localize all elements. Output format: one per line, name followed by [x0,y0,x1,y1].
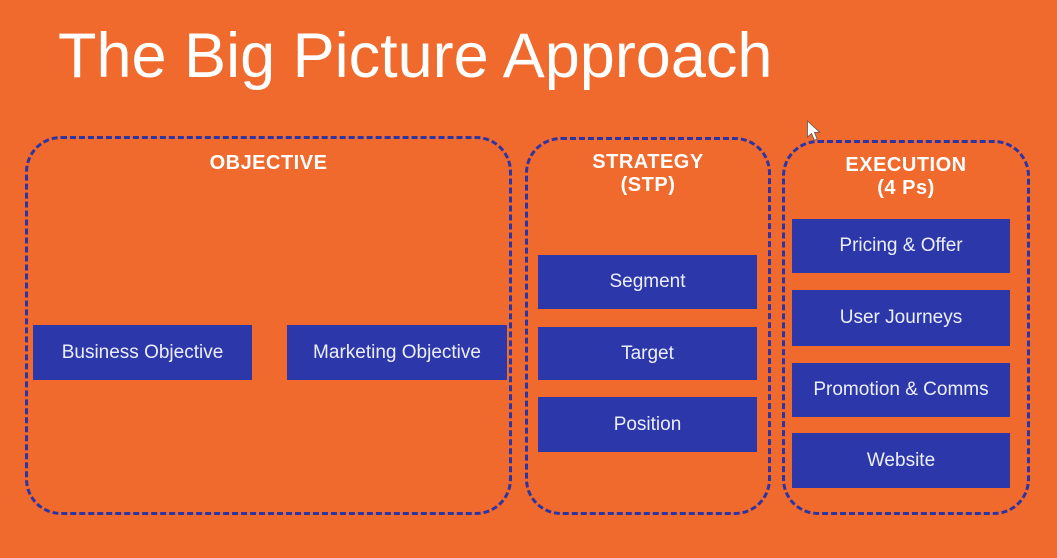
box-target: Target [538,327,757,380]
panel-strategy: STRATEGY (STP) Segment Target Position [525,137,771,515]
box-user-journeys: User Journeys [792,290,1010,346]
panel-strategy-heading-line2: (STP) [620,174,676,196]
panel-execution-heading-line1: EXECUTION [845,154,967,176]
mouse-pointer-icon [807,120,821,141]
box-marketing-objective: Marketing Objective [287,325,507,380]
panel-execution: EXECUTION (4 Ps) Pricing & Offer User Jo… [782,140,1030,515]
box-promotion-comms: Promotion & Comms [792,363,1010,417]
box-business-objective: Business Objective [33,325,252,380]
panel-objective: OBJECTIVE Business Objective Marketing O… [25,136,512,515]
panel-objective-heading: OBJECTIVE [209,152,328,174]
box-segment: Segment [538,255,757,309]
box-pricing-offer: Pricing & Offer [792,219,1010,273]
panel-strategy-heading: STRATEGY (STP) [528,151,768,197]
panel-execution-heading-line2: (4 Ps) [877,177,935,199]
panel-execution-heading: EXECUTION (4 Ps) [785,154,1027,200]
box-website: Website [792,433,1010,488]
box-position: Position [538,397,757,452]
panel-strategy-heading-line1: STRATEGY [592,151,704,173]
page-title: The Big Picture Approach [58,21,773,91]
